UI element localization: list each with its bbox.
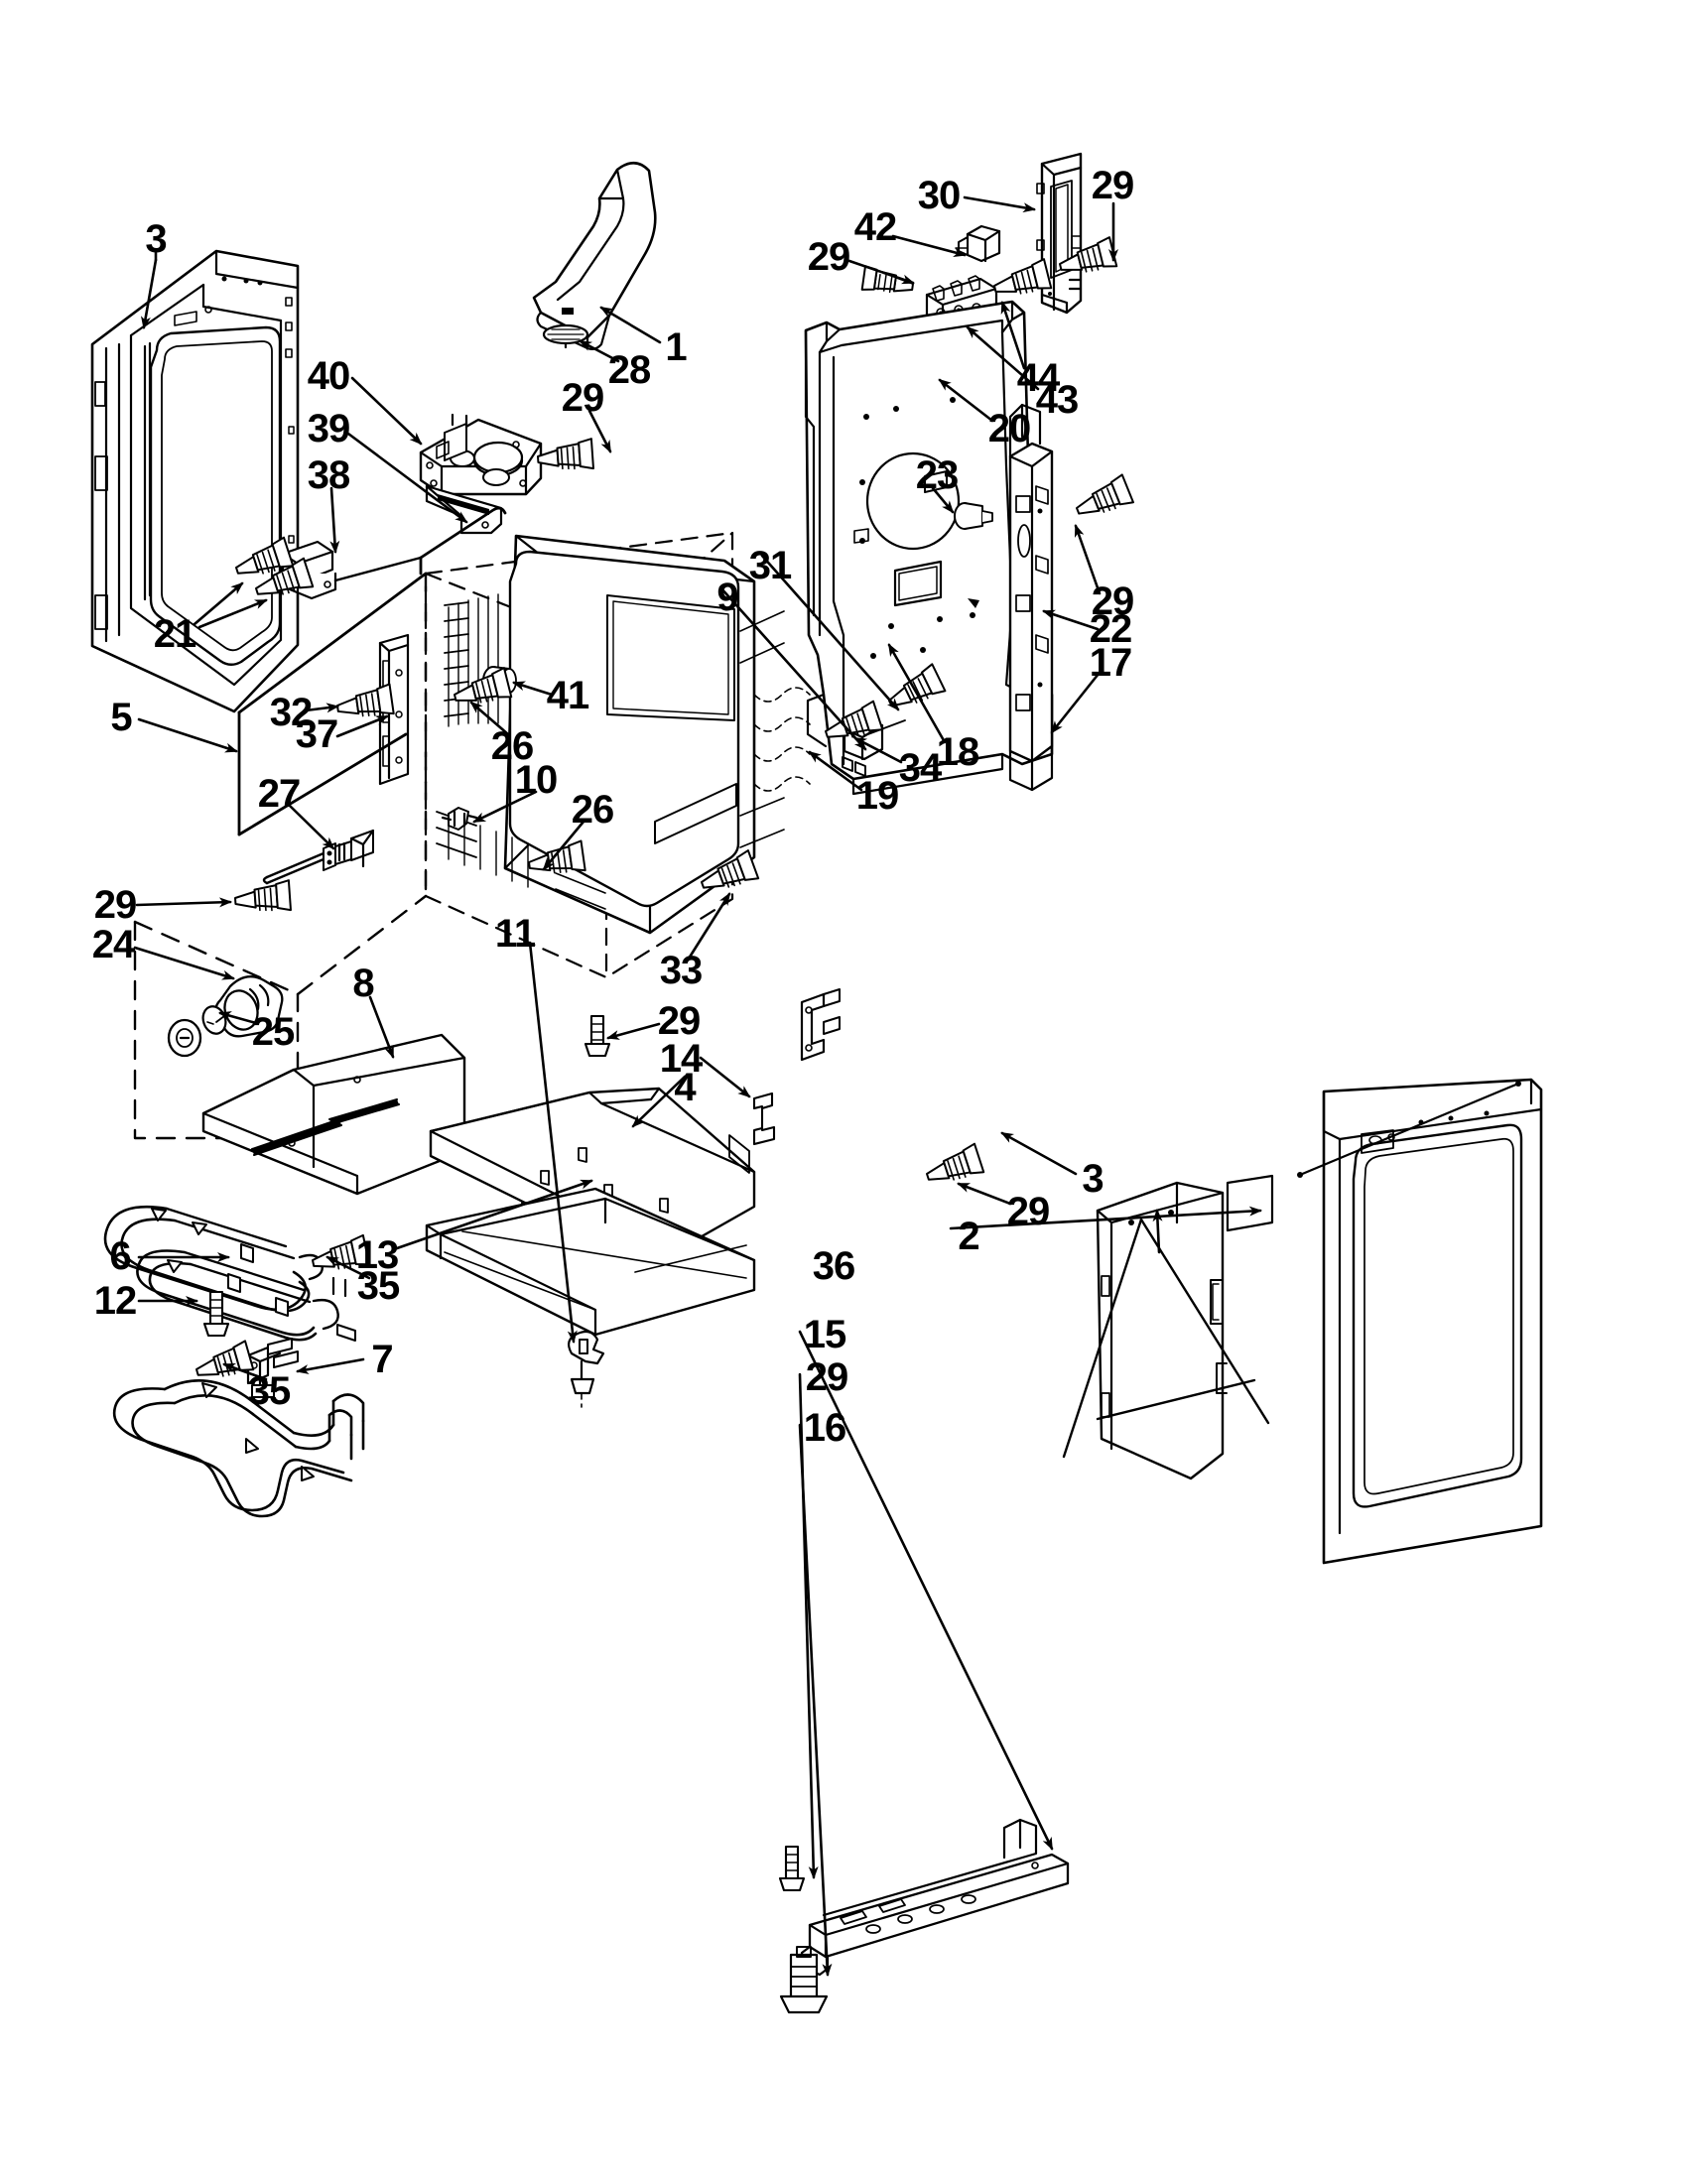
callout-8-broil-pan[interactable]: 8 [352,962,374,1005]
broil-element-art [112,1338,365,1518]
callout-17-rear-trim[interactable]: 17 [1089,641,1132,685]
right-side-panel-art [1062,1181,1270,1480]
door-lock-motor-art [419,413,543,576]
callout-20-bracket[interactable]: 20 [987,407,1031,450]
callout-26-screw-b[interactable]: 26 [571,788,614,832]
callout-38-latch-bracket[interactable]: 38 [307,453,350,497]
callout-27-temp-sensor[interactable]: 27 [257,772,301,816]
callout-6-bake-element[interactable]: 6 [109,1234,131,1278]
loose-screws-art [192,236,1135,1892]
callout-29-screw-d[interactable]: 29 [1091,579,1134,623]
callout-33-screw[interactable]: 33 [659,949,703,992]
callout-35-screw-b[interactable]: 35 [247,1369,291,1413]
callout-34-screw[interactable]: 34 [898,746,942,790]
leveling-leg-art [779,1946,829,2014]
callout-1-anti-tip[interactable]: 1 [665,325,687,369]
callout-29-screw-e[interactable]: 29 [93,883,137,927]
callout-3-left-door[interactable]: 3 [145,217,167,261]
callout-14-bottom-clip[interactable]: 14 [659,1037,703,1081]
callout-29-screw-a[interactable]: 29 [561,376,604,420]
callout-4-bottom-panel[interactable]: 4 [674,1066,696,1109]
callout-24-light-lens[interactable]: 24 [91,923,135,966]
callout-29-screw-h[interactable]: 29 [805,1355,848,1399]
callout-42-spacer-nut[interactable]: 42 [853,205,897,249]
callout-29-screw-c[interactable]: 29 [807,235,850,279]
callout-25-light-bulb[interactable]: 25 [251,1010,295,1054]
callout-9-door-switch[interactable]: 9 [716,576,738,619]
callout-16-leveling-leg[interactable]: 16 [803,1406,846,1450]
callout-37-hinge-receiver[interactable]: 37 [295,712,338,756]
callout-44-screw[interactable]: 44 [1016,356,1060,400]
callout-3-right-door[interactable]: 3 [1082,1157,1104,1201]
callout-41-bushing[interactable]: 41 [546,674,589,717]
callout-10-wire-clip[interactable]: 10 [514,758,558,802]
callout-32-screw[interactable]: 32 [269,691,313,734]
callout-29-screw-g[interactable]: 29 [1006,1190,1050,1233]
callout-29-screw-b[interactable]: 29 [1091,164,1134,207]
callout-13-slide-support[interactable]: 13 [355,1233,399,1277]
left-door-frame-art [90,249,300,713]
anti-tip-bracket-art [532,161,657,350]
callout-22-rear-rail[interactable]: 22 [1089,607,1132,651]
callout-15-drawer-rail[interactable]: 15 [803,1313,846,1356]
callout-35-screw-a[interactable]: 35 [356,1264,400,1308]
callout-18-rear-panel[interactable]: 18 [936,730,979,774]
leveling-nut-art [567,1330,605,1408]
callout-40-lock-motor[interactable]: 40 [307,354,350,398]
right-door-frame-art [1297,1078,1543,1565]
callout-30-side-trim[interactable]: 30 [917,174,961,217]
callout-43-terminal-block[interactable]: 43 [1035,378,1079,422]
callout-21-hinge-screws[interactable]: 21 [153,612,196,656]
callout-39-latch-rod[interactable]: 39 [307,407,350,450]
leader-lines [133,195,1262,1977]
callout-28-washer[interactable]: 28 [607,348,651,392]
callout-23-bushing[interactable]: 23 [915,453,959,497]
callout-19-strain-relief[interactable]: 19 [855,774,899,818]
callout-11-leveling-nut[interactable]: 11 [494,912,536,956]
rating-plate-art [1226,1174,1274,1232]
callout-2-rating-plate[interactable]: 2 [958,1215,979,1258]
callout-12-screw[interactable]: 12 [93,1279,137,1323]
callout-26-screw-a[interactable]: 26 [490,724,534,768]
callout-36-right-panel[interactable]: 36 [812,1244,855,1288]
broil-pan-art [201,1033,466,1196]
oven-cavity-art [378,531,811,979]
temperature-sensor-art [262,829,375,885]
callout-31-screw[interactable]: 31 [748,544,792,587]
callout-5-left-side-panel[interactable]: 5 [110,696,132,739]
bake-element-art [103,1205,356,1342]
left-side-panel-art [133,572,428,1140]
drawer-rail-art [800,1818,1070,1977]
callout-29-screw-f[interactable]: 29 [657,999,701,1043]
rear-side-rail-art [1008,403,1054,792]
callout-7-broil-element[interactable]: 7 [371,1338,393,1381]
